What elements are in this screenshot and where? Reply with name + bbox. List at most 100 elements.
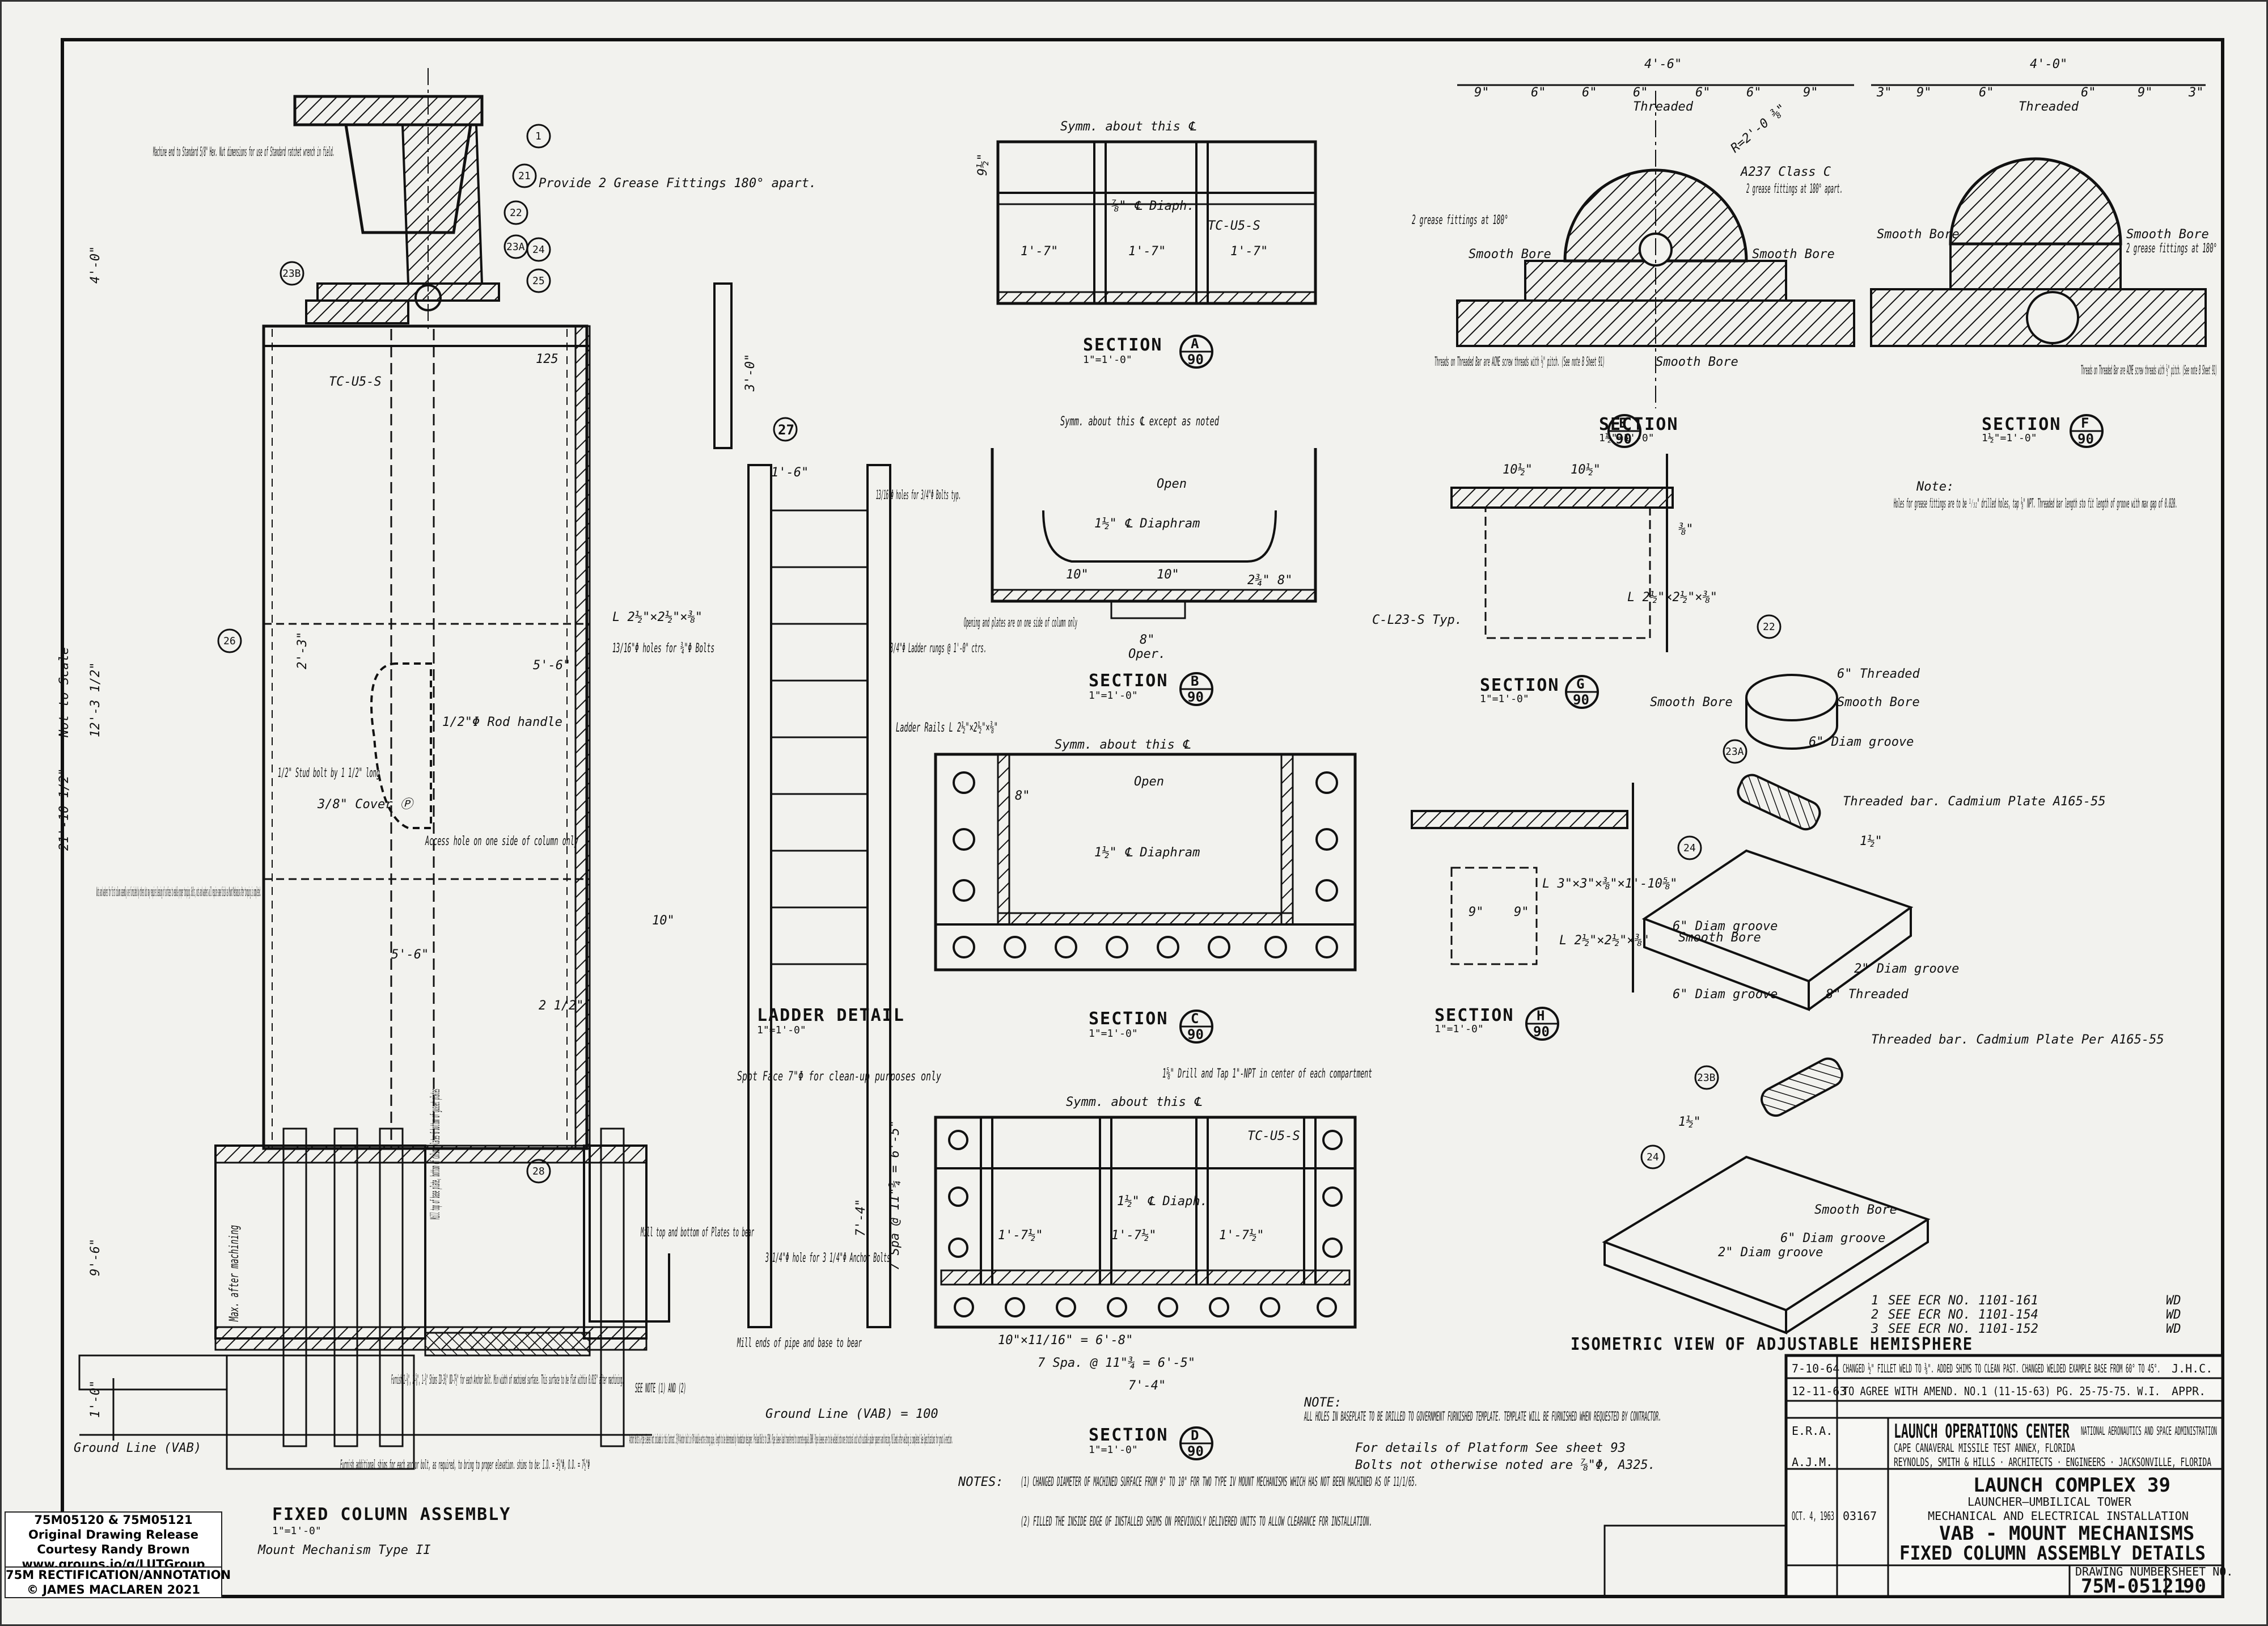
- revision-2-mark: 2: [1871, 1308, 1878, 1322]
- section-a-view: [996, 140, 1317, 305]
- credits-box: 75M05120 & 75M05121 Original Drawing Rel…: [5, 1511, 222, 1573]
- tb-contract: 03167: [1843, 1509, 1877, 1523]
- tb-rev2-date: 12-11-63: [1792, 1384, 1846, 1398]
- fixed-column-assembly: [78, 68, 670, 1470]
- section-e-d9b: 9": [1803, 86, 1818, 100]
- ladder-detail: [713, 282, 891, 1328]
- section-g-title: SECTION: [1480, 675, 1559, 695]
- section-b-view: [991, 448, 1317, 619]
- section-e-d6e: 6": [1746, 86, 1762, 100]
- notes-label: NOTES:: [958, 1475, 1003, 1489]
- ladder-holes: 13/16"Φ holes for 3/4"Φ Bolts typ.: [876, 488, 961, 502]
- section-a-dim1: 1'-7": [1021, 244, 1058, 259]
- section-c-title: SECTION: [1089, 1009, 1168, 1029]
- tb-rev2-text: TO AGREE WITH AMEND. NO.1 (11-15-63) PG.…: [1843, 1384, 2160, 1398]
- dim-2-half: 2 1/2": [539, 999, 583, 1013]
- callout-28: 28: [532, 1165, 545, 1177]
- title-block-frame: [1603, 1354, 2224, 1598]
- section-d-dim2: 1'-7½": [1111, 1228, 1156, 1243]
- section-f-threads-note: Threads on Threaded Bar are ACME screw t…: [2081, 364, 2217, 378]
- ladder-dim-10: 10": [652, 914, 675, 928]
- note-machine-end: Machine end to Standard 5/8" Hex. Nut di…: [153, 145, 335, 159]
- section-f-d6: 6": [1979, 86, 1994, 100]
- ladder-rails: Ladder Rails L 2½"×2½"×⅜": [896, 721, 998, 735]
- section-c-symm: Symm. about this ℄: [1055, 738, 1191, 752]
- tb-facility: LAUNCHER—UMBILICAL TOWER: [1967, 1495, 2132, 1509]
- note-mill-plates: Mill top and bottom of Plates to bear: [641, 1226, 755, 1240]
- section-d-spacing: 7 Spa. @ 11"¾ = 6'-5": [1038, 1356, 1195, 1370]
- tb-drawing-label: DRAWING NUMBER: [2075, 1565, 2172, 1578]
- section-h-title: SECTION: [1435, 1006, 1514, 1025]
- section-e-threaded: Threaded: [1633, 100, 1694, 114]
- section-f-d9b: 9": [2138, 86, 2153, 100]
- section-b-dim4: 2¾" 8": [1247, 573, 1292, 588]
- section-f-d9: 9": [1916, 86, 1932, 100]
- section-d-scale: 1"=1'-0": [1089, 1444, 1138, 1456]
- section-e-grease2: 2 grease fittings at 180°: [1412, 213, 1508, 227]
- section-d-view: [934, 1116, 1357, 1329]
- section-e-smooth: Smooth Bore: [1469, 247, 1551, 261]
- sheet-border: [61, 38, 2224, 1598]
- section-f-d6b: 6": [2081, 86, 2096, 100]
- tb-appr: APPR.: [2172, 1384, 2206, 1398]
- ground-line-label: Ground Line (VAB): [74, 1441, 201, 1455]
- section-h-scale: 1"=1'-0": [1435, 1023, 1484, 1035]
- marker-e-sheet: 90: [1615, 431, 1632, 447]
- note-nuts-washers: Nuts and washers for first column assemb…: [96, 885, 261, 899]
- section-e-d6a: 6": [1531, 86, 1546, 100]
- holes-note: ALL HOLES IN BASEPLATE TO BE DRILLED TO …: [1304, 1410, 1661, 1424]
- section-b-opening: Opening and plates are on one side of co…: [964, 616, 1077, 630]
- section-c-dim8: 8": [1015, 789, 1030, 803]
- marker-h-sheet: 90: [1533, 1024, 1550, 1040]
- section-b-open: Open: [1157, 477, 1187, 491]
- marker-e-letter: E: [1619, 415, 1627, 431]
- tb-title-1: VAB - MOUNT MECHANISMS: [1939, 1522, 2194, 1545]
- callout-1: 1: [535, 130, 541, 142]
- marker-g-letter: G: [1576, 676, 1584, 692]
- tb-drawing-number: 75M-05121: [2081, 1575, 2185, 1598]
- iso-thread-8: 8" Threaded: [1826, 987, 1909, 1002]
- note-access-hole: Access hole on one side of column only: [425, 834, 578, 848]
- iso-callout-22: 22: [1763, 621, 1775, 633]
- section-markers: [1179, 335, 2104, 1460]
- iso-smooth-bore-3: Smooth Bore: [1678, 931, 1761, 945]
- section-f-scale: 1½"=1'-0": [1982, 432, 2037, 444]
- iso-smooth-bore: Smooth Bore: [1650, 695, 1733, 709]
- note-additional-shims: Furnish additional shims for each anchor…: [340, 1458, 590, 1472]
- marker-d-letter: D: [1191, 1427, 1199, 1443]
- iso-groove-2b: 2" Diam groove: [1718, 1245, 1823, 1260]
- iso-threaded-bar-2: Threaded bar. Cadmium Plate Per A165-55: [1871, 1033, 2164, 1047]
- iso-threaded-bar: Threaded bar. Cadmium Plate A165-55: [1843, 795, 2106, 809]
- revision-3-by: WD: [2166, 1322, 2181, 1336]
- section-f-smooth2: Smooth Bore: [2126, 227, 2209, 242]
- isometric-view: [1602, 674, 1931, 1334]
- credit-line-3: Courtesy Randy Brown: [37, 1543, 190, 1556]
- fixed-column-title: FIXED COLUMN ASSEMBLY: [272, 1505, 511, 1524]
- ladder-angle: L 2½"×2½"×⅜": [612, 610, 703, 624]
- section-e-threads-note: Threads on Threaded Bar are ACME screw t…: [1435, 355, 1605, 369]
- note-mill-ends: Mill ends of pipe and base to bear: [737, 1336, 862, 1350]
- dim-2-3: 2'-3": [295, 632, 310, 669]
- note-anchor-hole: 3 1/4"Φ hole for 3 1/4"Φ Anchor Bolts: [765, 1251, 890, 1265]
- section-b-scale: 1"=1'-0": [1089, 690, 1138, 702]
- callout-23b: 23B: [282, 268, 301, 280]
- dim-5-6b: 5'-6": [533, 658, 570, 673]
- section-e-grease: 2 grease fittings at 180° apart.: [1746, 182, 1843, 196]
- tb-discipline: MECHANICAL AND ELECTRICAL INSTALLATION: [1928, 1509, 2189, 1523]
- marker-c-letter: C: [1191, 1011, 1199, 1027]
- section-d-dim-74: 7'-4": [1128, 1379, 1166, 1393]
- tb-init: J.H.C.: [2172, 1362, 2212, 1375]
- dim-base-height-2: 1'-0": [88, 1380, 103, 1418]
- note-stud-bolt: 1/2" Stud bolt by 1 1/2" long: [278, 766, 380, 780]
- note-anchor-bolts: Anchor Bolts & Pipe Sleeves not included…: [629, 1433, 953, 1447]
- section-a-title: SECTION: [1083, 335, 1162, 355]
- marker-d-sheet: 90: [1187, 1443, 1204, 1459]
- section-h-d9b: 9": [1514, 905, 1529, 919]
- tb-sheet-label: SHEET NO.: [2172, 1565, 2233, 1578]
- tb-nasa: NATIONAL AERONAUTICS AND SPACE ADMINISTR…: [2081, 1424, 2217, 1438]
- section-d-dim1: 1'-7½": [998, 1228, 1043, 1243]
- ladder-dim-16: 1'-6": [771, 466, 809, 480]
- section-b-oper: Oper.: [1128, 647, 1166, 661]
- revision-3-mark: 3: [1871, 1322, 1878, 1336]
- callout-21: 21: [518, 170, 531, 182]
